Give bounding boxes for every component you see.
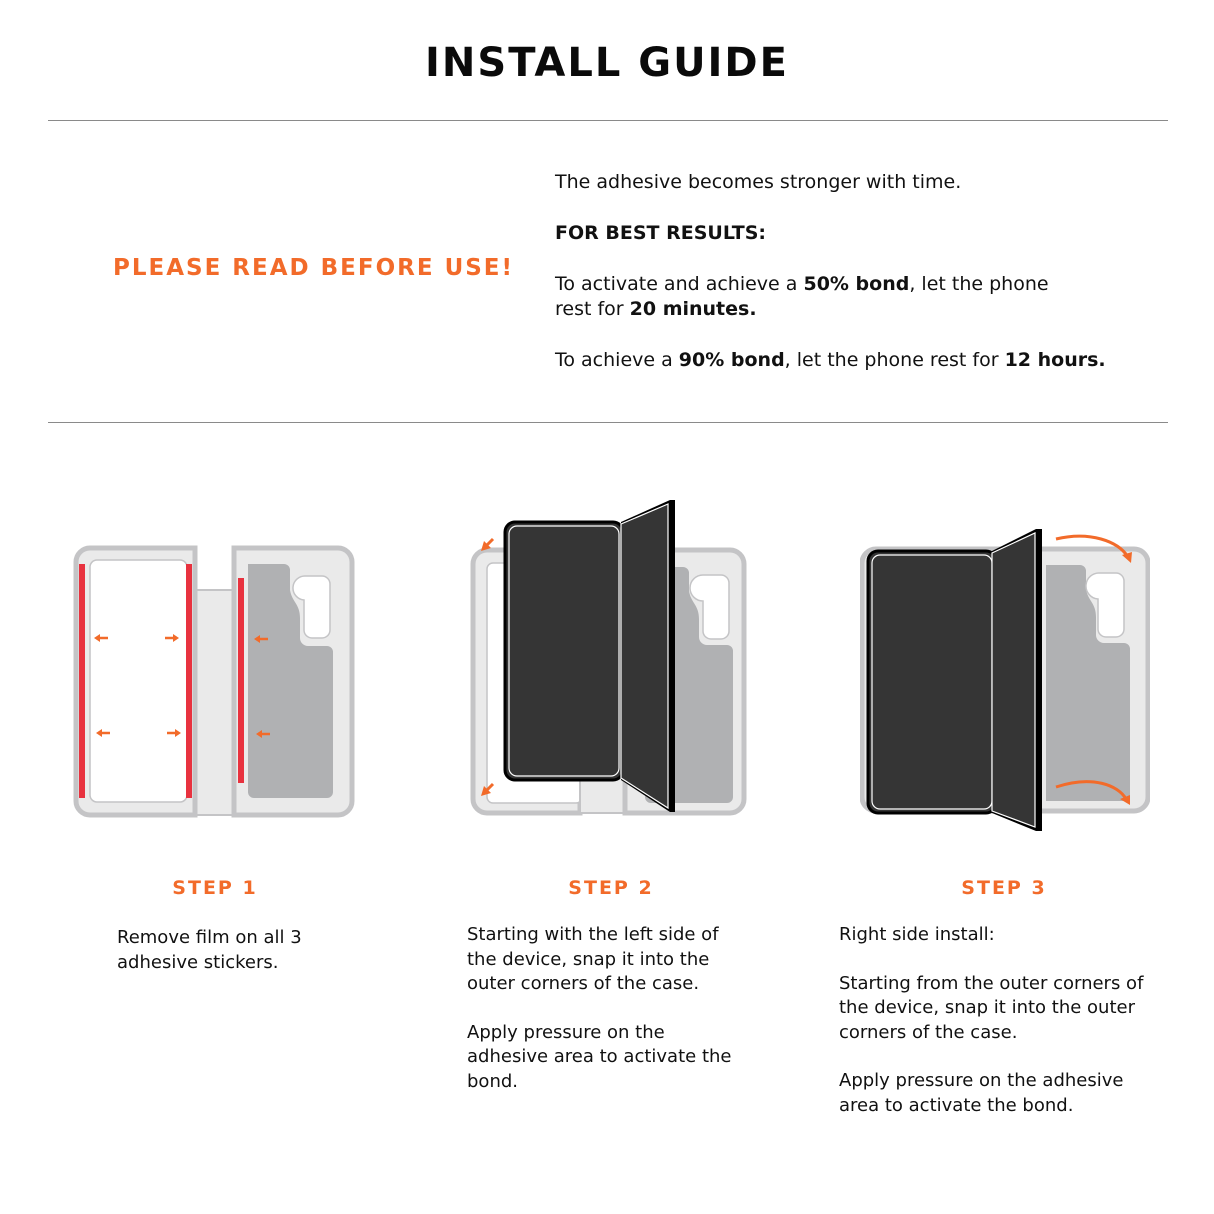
step-1-heading: STEP 1 bbox=[172, 877, 258, 899]
info-intro: The adhesive becomes stronger with time. bbox=[555, 171, 962, 193]
step-2-instructions: Starting with the left side of the devic… bbox=[467, 924, 732, 1092]
info-50-bond: To activate and achieve a 50% bond, let … bbox=[555, 273, 1049, 320]
step1-case-illustration bbox=[73, 545, 355, 818]
warning-heading: PLEASE READ BEFORE USE! bbox=[113, 255, 515, 281]
page-title: INSTALL GUIDE bbox=[425, 40, 789, 86]
step-2-heading: STEP 2 bbox=[568, 877, 654, 899]
divider-middle bbox=[48, 422, 1168, 423]
step-3-instructions: Right side install: Starting from the ou… bbox=[839, 924, 1144, 1116]
step3-install-illustration bbox=[860, 529, 1150, 831]
step2-install-illustration bbox=[470, 500, 747, 816]
info-90-bond: To achieve a 90% bond, let the phone res… bbox=[555, 349, 1106, 371]
step-1-instructions: Remove film on all 3 adhesive stickers. bbox=[117, 927, 302, 973]
best-results-heading: FOR BEST RESULTS: bbox=[555, 222, 767, 244]
divider-top bbox=[48, 120, 1168, 121]
step-3-heading: STEP 3 bbox=[961, 877, 1047, 899]
adhesive-info: The adhesive becomes stronger with time.… bbox=[555, 170, 1155, 399]
